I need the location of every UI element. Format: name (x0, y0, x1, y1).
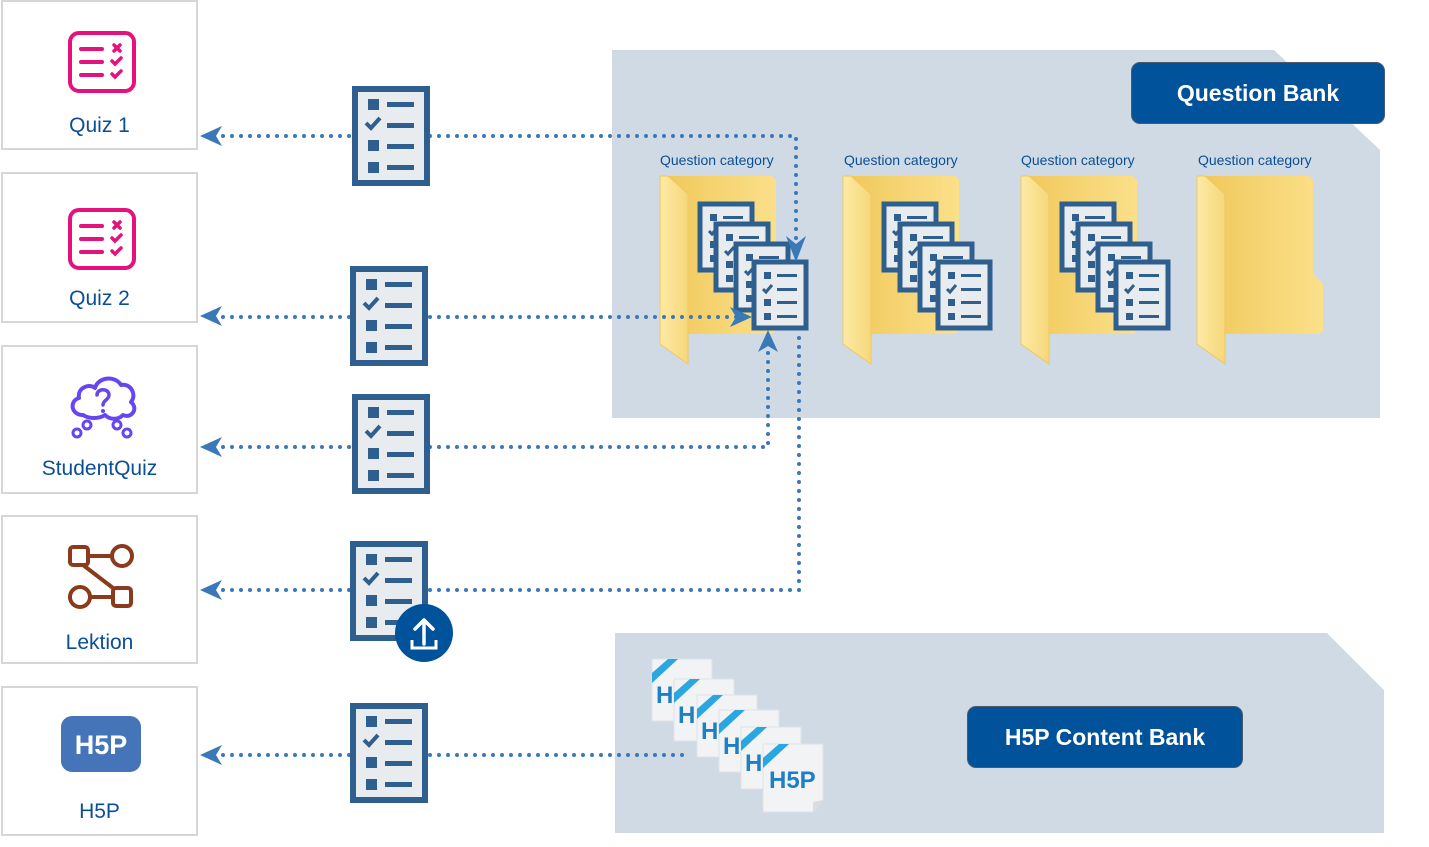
activity-card-quiz-2[interactable]: Quiz 2 (1, 172, 198, 323)
category-label: Question category (844, 152, 958, 168)
lesson-flow-icon (68, 544, 134, 609)
arrow-right-icon (730, 307, 752, 327)
question-icon (353, 269, 425, 363)
question-icon (355, 397, 427, 491)
connector-quiz-1 (212, 134, 798, 252)
h5p-logo-icon: H5P (61, 716, 141, 772)
activity-card-h5p[interactable]: H5P H5P (1, 686, 198, 836)
category-label: Question category (660, 152, 774, 168)
arrow-left-icon (200, 306, 222, 326)
svg-text:H5P: H5P (75, 730, 128, 760)
arrow-left-icon (200, 580, 222, 600)
question-bank-title: Question Bank (1131, 62, 1385, 124)
connector-studentquiz (212, 343, 770, 449)
svg-text:H5P: H5P (769, 767, 816, 794)
arrow-down-icon (786, 236, 806, 262)
activity-label: StudentQuiz (41, 457, 158, 480)
arrow-left-icon (200, 437, 222, 457)
quiz-icon (68, 208, 136, 270)
activity-label: Quiz 1 (69, 114, 130, 137)
category-label: Question category (1021, 152, 1135, 168)
upload-icon[interactable] (395, 604, 453, 662)
question-icon (353, 706, 425, 800)
arrow-left-icon (200, 126, 222, 146)
folder-icon[interactable] (1196, 175, 1323, 365)
connectors (212, 134, 801, 757)
arrow-left-icon (200, 745, 222, 765)
activity-card-quiz-1[interactable]: Quiz 1 (1, 0, 198, 150)
h5p-content-stack: H5P (651, 658, 824, 813)
cloud-question-icon (70, 376, 137, 439)
activity-card-lektion[interactable]: Lektion (1, 515, 198, 664)
content-bank-title: H5P Content Bank (967, 706, 1243, 768)
activity-label: Quiz 2 (69, 287, 130, 310)
activity-label: Lektion (65, 631, 134, 654)
connector-lektion (212, 328, 801, 592)
quiz-icon (68, 31, 136, 93)
question-icon (355, 89, 427, 183)
activity-card-studentquiz[interactable]: StudentQuiz (1, 345, 198, 494)
activity-label: H5P (79, 800, 120, 823)
arrow-up-icon (758, 330, 778, 352)
category-label: Question category (1198, 152, 1312, 168)
